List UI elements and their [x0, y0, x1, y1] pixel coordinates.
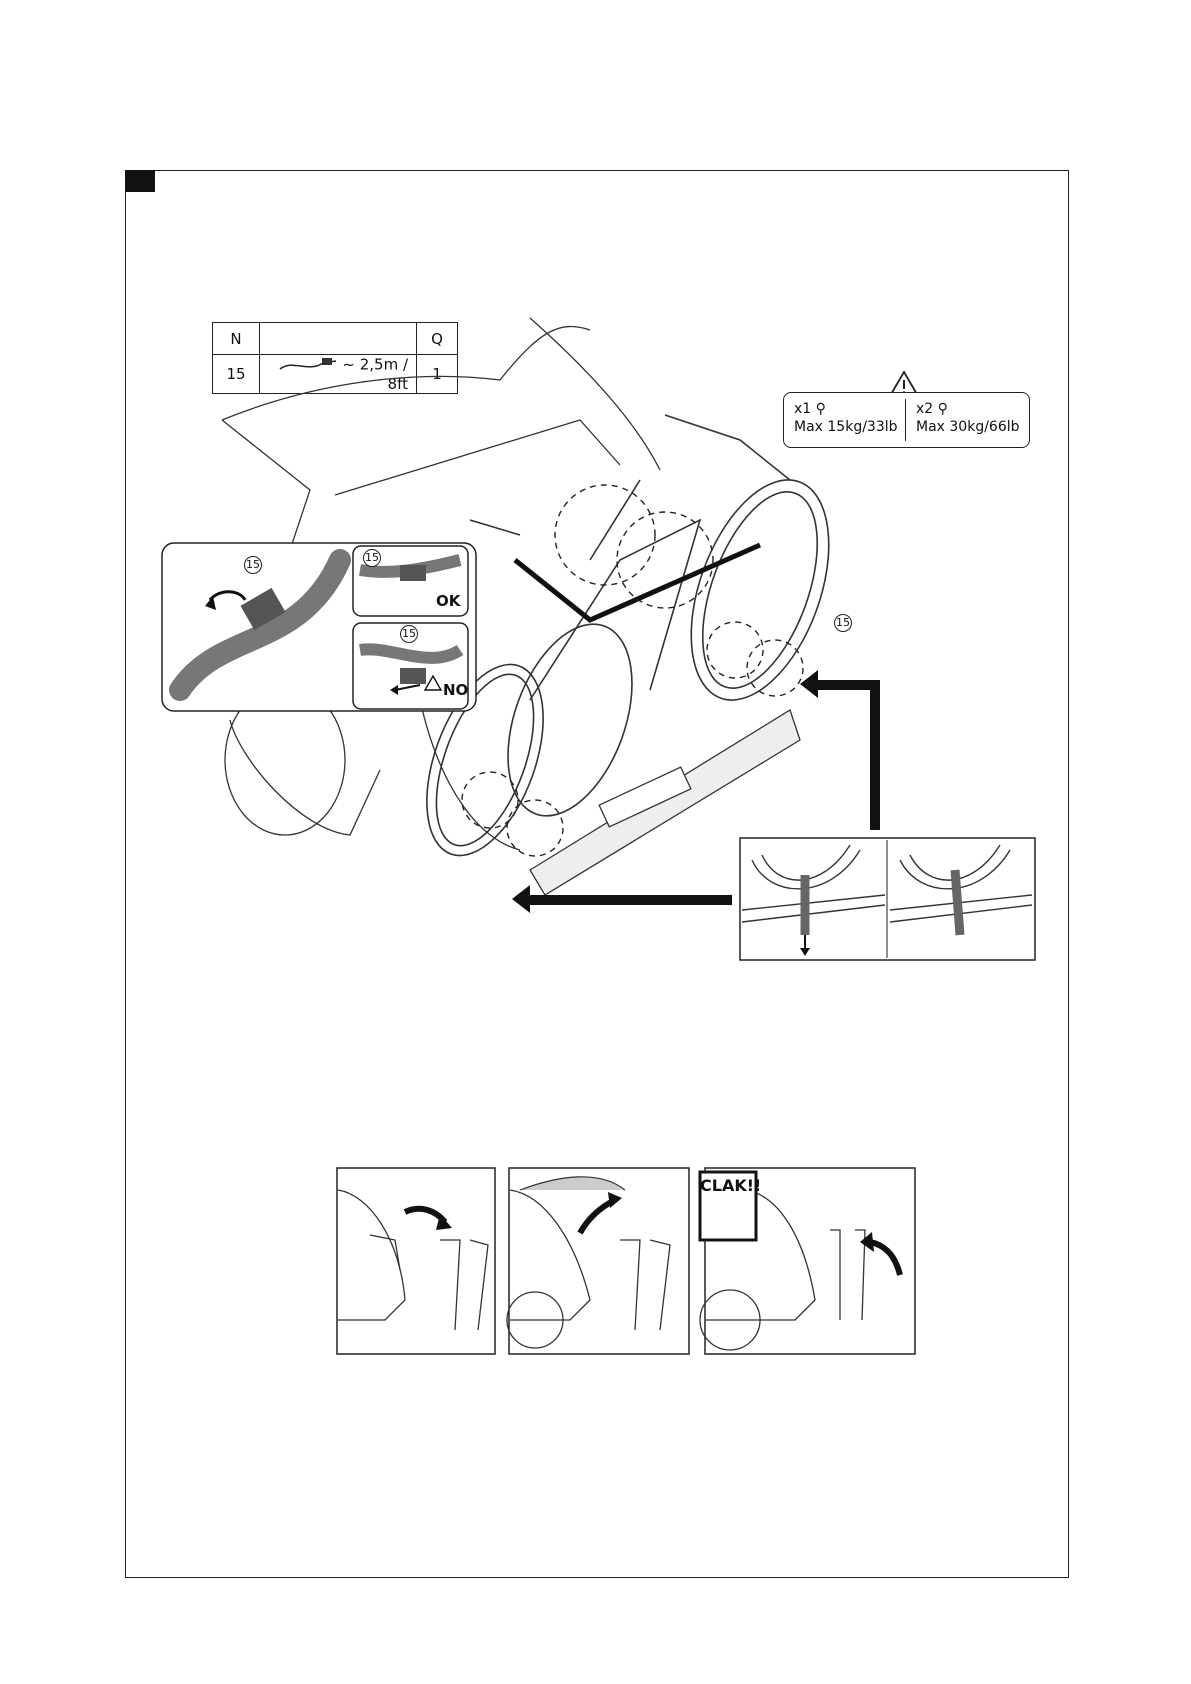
part-callout-15: 15 [834, 614, 852, 632]
header-desc [260, 323, 417, 355]
warning-divider [905, 399, 906, 441]
part-callout-15: 15 [244, 556, 262, 574]
parts-table: N Q 15 ~ 2,5m / 8ft 1 [212, 322, 458, 394]
bicycle-icon: ⚲ [816, 401, 826, 417]
ok-label: OK [436, 592, 460, 610]
header-n: N [213, 323, 260, 355]
no-label: NO [443, 681, 468, 699]
table-row: 15 ~ 2,5m / 8ft 1 [213, 355, 458, 394]
strap-length: ~ 2,5m / 8ft [342, 356, 408, 394]
part-callout-15: 15 [400, 625, 418, 643]
bicycle-icon: ⚲ [938, 401, 948, 417]
two-bikes-limit: Max 30kg/66lb [916, 419, 1020, 435]
strap-icon [278, 355, 338, 375]
load-warning-box: x1 ⚲ Max 15kg/33lb x2 ⚲ Max 30kg/66lb [783, 392, 1030, 448]
header-q: Q [417, 323, 458, 355]
part-callout-15: 15 [363, 549, 381, 567]
warning-single-bike: x1 ⚲ Max 15kg/33lb [794, 400, 898, 436]
row-part-number: 15 [213, 355, 260, 394]
clak-sound-label: CLAK!! [700, 1176, 761, 1195]
single-bike-limit: Max 15kg/33lb [794, 419, 898, 435]
single-bike-count: x1 [794, 401, 811, 417]
table-header-row: N Q [213, 323, 458, 355]
section-marker [125, 170, 155, 192]
warning-two-bikes: x2 ⚲ Max 30kg/66lb [916, 400, 1020, 436]
row-part-desc: ~ 2,5m / 8ft [260, 355, 417, 394]
row-quantity: 1 [417, 355, 458, 394]
two-bikes-count: x2 [916, 401, 933, 417]
